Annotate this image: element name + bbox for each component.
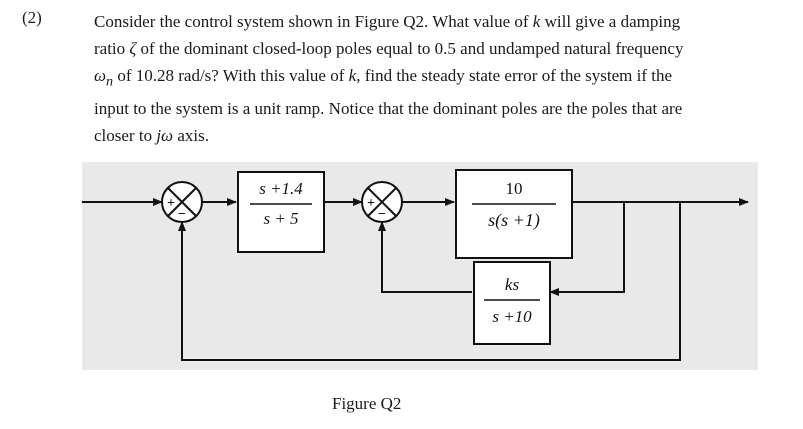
text-segment: ratio	[94, 39, 130, 58]
variable-k: k	[348, 66, 357, 85]
block-2: 10 s(s +1)	[455, 169, 573, 259]
text-segment: input to the system is a unit ramp. Noti…	[94, 99, 683, 119]
inner-feedback-to-sum2	[378, 221, 472, 293]
text-segment: axis.	[173, 126, 209, 146]
text-segment: of 10.28 rad/s? With this value of	[113, 66, 349, 85]
sum1-minus-sign: −	[178, 207, 186, 222]
text-segment: closer to	[94, 126, 157, 146]
subscript-n: n	[106, 73, 114, 90]
inner-feedback-to-block3	[549, 202, 625, 296]
block-1: s +1.4 s + 5	[237, 171, 325, 253]
block2-numerator: 10	[506, 179, 523, 198]
block-3: ks s +10	[473, 261, 551, 345]
question-line-4: input to the system is a unit ramp. Noti…	[94, 95, 784, 122]
block3-numerator: ks	[505, 275, 520, 294]
summing-junction-1: + −	[161, 181, 203, 223]
summing-junction-2: + −	[361, 181, 403, 223]
sum2-plus-sign: +	[367, 196, 375, 211]
symbol-zeta: ζ	[129, 39, 137, 58]
question-number: (2)	[22, 8, 42, 27]
symbol-j-omega: jω	[156, 126, 174, 146]
block2-denominator: s(s +1)	[488, 210, 540, 231]
text-segment: , find the steady state error of the sys…	[356, 66, 673, 85]
question-line-1: Consider the control system shown in Fig…	[94, 8, 784, 35]
text-segment: Consider the control system shown in Fig…	[94, 12, 533, 31]
text-segment: of the dominant closed-loop poles equal …	[136, 39, 684, 58]
question-text: Consider the control system shown in Fig…	[94, 8, 784, 149]
question-line-5: closer to jω axis.	[94, 122, 784, 149]
block1-denominator: s + 5	[263, 209, 298, 228]
variable-k: k	[532, 12, 541, 31]
block-diagram: + − + − s +1.4 s + 5 10 s(s +1) ks s +10	[82, 162, 758, 370]
block1-numerator: s +1.4	[259, 179, 303, 198]
sum1-plus-sign: +	[167, 196, 175, 211]
question-line-3: ωn of 10.28 rad/s? With this value of k,…	[94, 62, 784, 95]
sum2-minus-sign: −	[378, 207, 386, 222]
question-line-2: ratio ζ of the dominant closed-loop pole…	[94, 35, 784, 62]
figure-caption: Figure Q2	[332, 394, 402, 413]
block3-denominator: s +10	[492, 307, 532, 326]
symbol-omega: ω	[94, 66, 107, 85]
text-segment: will give a damping	[540, 12, 681, 31]
outer-feedback-line	[178, 202, 681, 361]
